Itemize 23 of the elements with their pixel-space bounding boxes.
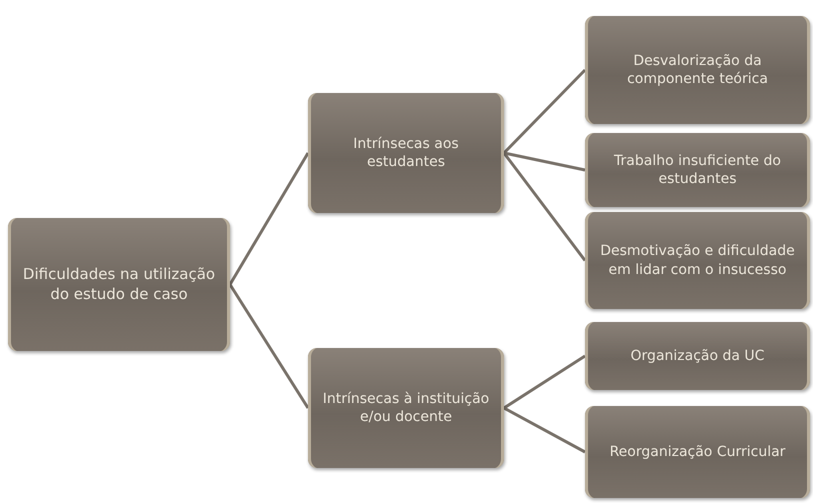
category-box: [585, 16, 810, 124]
box-label: Reorganização Curricular: [610, 442, 786, 462]
category-box: [308, 348, 504, 468]
connector-line: [502, 68, 586, 154]
box-label: Desmotivação e dificuldade em lidar com o insucesso: [599, 242, 796, 279]
box-label: Organização da UC: [630, 346, 764, 366]
connector-line: [504, 152, 586, 172]
connector-line: [503, 354, 586, 410]
category-box: [308, 93, 504, 213]
box-label: Desvalorização da componente teórica: [626, 52, 769, 88]
box-label: Intrínsecas aos estudantes: [352, 134, 460, 172]
connector-line: [503, 406, 586, 454]
connector-line: [228, 284, 310, 409]
category-box: [585, 322, 810, 390]
connector-line: [228, 152, 310, 286]
box-label: Dificuldades na utilização do estudo de caso: [22, 265, 216, 304]
category-box: [8, 218, 230, 351]
connector-line: [502, 152, 586, 262]
box-label: Trabalho insuficiente do estudantes: [613, 152, 782, 188]
category-box: [585, 133, 810, 207]
category-box: [585, 406, 810, 498]
category-box: [585, 212, 810, 309]
box-label: Intrínsecas à instituição e/ou docente: [322, 390, 490, 426]
